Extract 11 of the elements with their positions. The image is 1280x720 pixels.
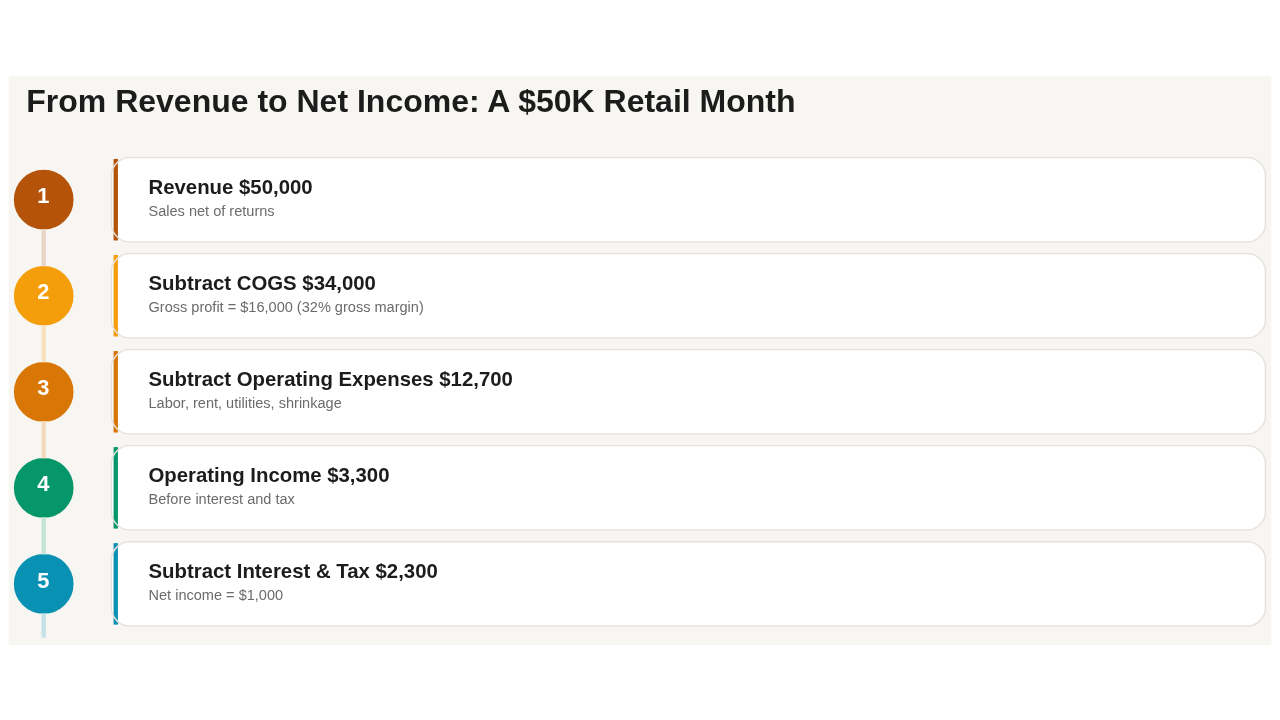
node-circle: 4 bbox=[13, 457, 74, 518]
connector bbox=[41, 228, 46, 266]
connector bbox=[41, 612, 46, 638]
node-circle: 2 bbox=[13, 265, 74, 326]
connector bbox=[41, 420, 46, 458]
connector bbox=[41, 324, 46, 362]
node-circle: 5 bbox=[13, 553, 74, 614]
diagram-title: From Revenue to Net Income: A $50K Retail Month bbox=[26, 82, 796, 119]
connector bbox=[41, 516, 46, 554]
node-circle: 3 bbox=[13, 361, 74, 422]
node-circle: 1 bbox=[13, 169, 74, 230]
